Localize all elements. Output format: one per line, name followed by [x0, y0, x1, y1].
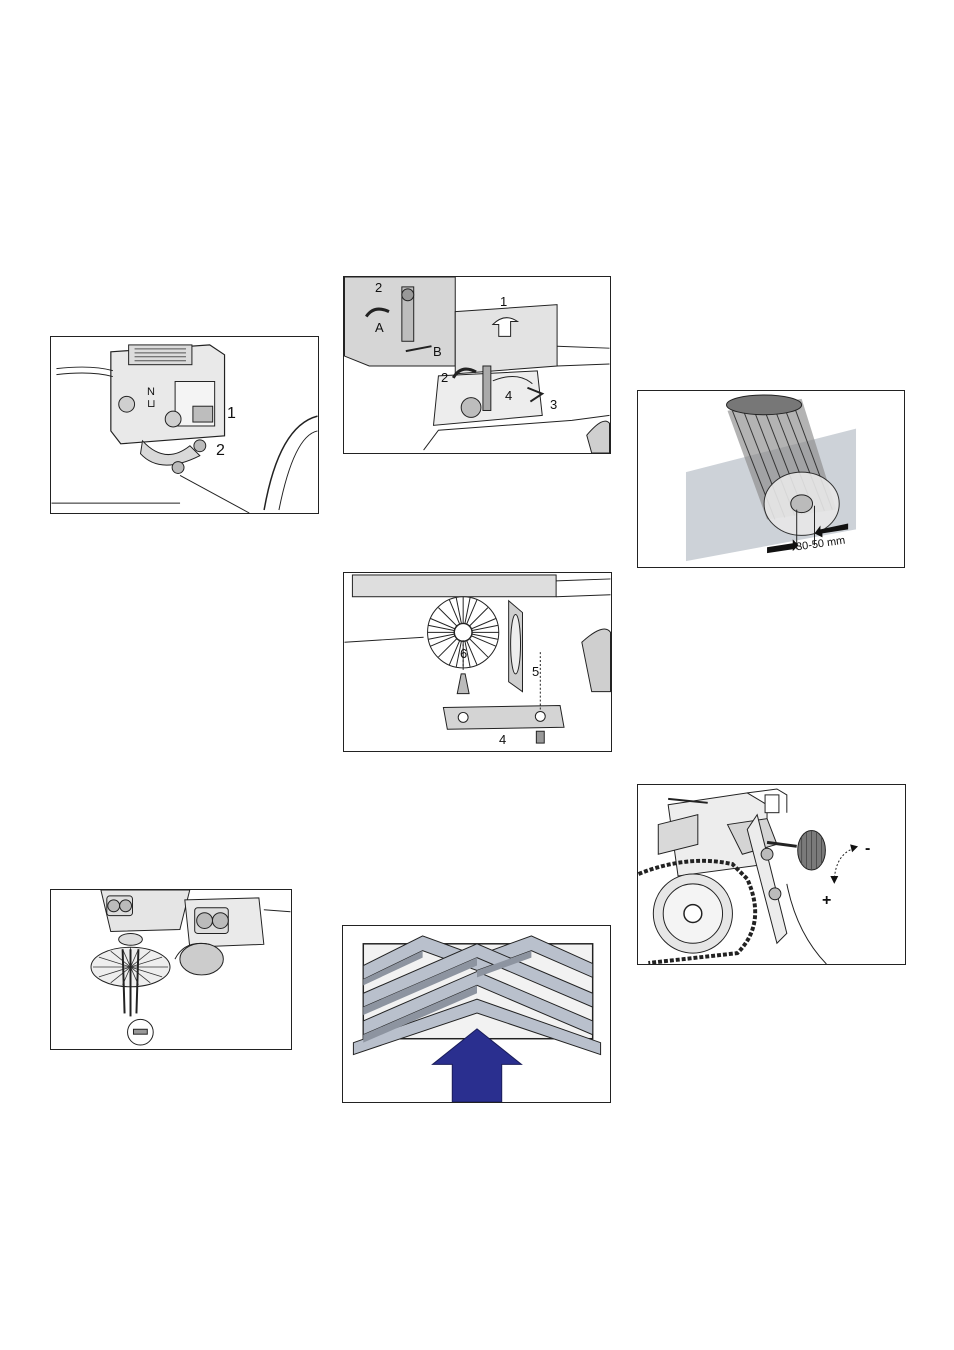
callout-a: A [375, 321, 384, 334]
chevron-brush-illustration [343, 926, 610, 1102]
callout-b: B [433, 345, 442, 358]
callout-4: 4 [499, 733, 506, 746]
switch-marking-reserve: ⊔ [147, 399, 156, 410]
figure-brush-pattern: 30-50 mm [637, 390, 905, 568]
chain-tensioner-illustration [638, 785, 905, 964]
loosen-label: - [865, 841, 870, 857]
callout-2-upper: 2 [375, 281, 382, 294]
figure-chevron-brush [342, 925, 611, 1103]
callout-1: 1 [500, 295, 507, 308]
callout-3: 3 [550, 398, 557, 411]
brush-pattern-illustration [638, 391, 904, 567]
roller-brush-illustration [344, 573, 611, 751]
callout-6: 6 [460, 647, 467, 660]
figure-lift-mechanism: 2 A B 1 2 4 3 [343, 276, 611, 454]
callout-4: 4 [505, 389, 512, 402]
figure-chain-tensioner: - + [637, 784, 906, 965]
figure-side-brush [50, 889, 292, 1050]
switch-marking-n: N [147, 387, 155, 398]
side-brush-illustration [51, 890, 291, 1049]
callout-1: 1 [227, 406, 236, 422]
lift-mechanism-illustration [344, 277, 610, 453]
figure-fuel-valve: N ⊔ 1 2 [50, 336, 319, 514]
tighten-label: + [822, 893, 831, 909]
fuel-valve-illustration [51, 337, 318, 513]
callout-5: 5 [532, 665, 539, 678]
callout-2-lower: 2 [441, 371, 448, 384]
figure-roller-brush: 6 5 4 [343, 572, 612, 752]
callout-2: 2 [216, 443, 225, 459]
